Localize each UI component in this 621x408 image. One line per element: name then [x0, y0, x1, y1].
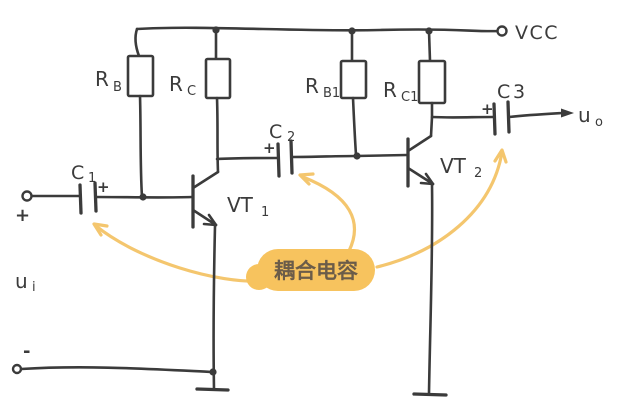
- annotation-layer: 耦合电容: [92, 148, 508, 291]
- uo-label-sub: o: [595, 115, 603, 130]
- resistor-rc-label: R: [169, 72, 183, 96]
- junction-rail-rc1: [425, 27, 433, 35]
- vt1-label: VT: [227, 193, 254, 217]
- c3-to-output-wire: [507, 111, 564, 119]
- vt1-ground-bar: [195, 387, 230, 392]
- rb-top-wire: [134, 27, 141, 58]
- input-minus-sign: -: [23, 341, 30, 362]
- resistor-rb: [126, 54, 155, 98]
- annotation-label: 耦合电容: [274, 259, 358, 283]
- resistor-rc: [204, 57, 232, 100]
- vt2-label: VT: [440, 154, 467, 178]
- rb1-bottom-wire: [351, 96, 358, 157]
- c2-label: C: [269, 121, 282, 143]
- vt1-emitter-arrow-icon: [202, 213, 218, 227]
- c3-polarity-sign: +: [481, 100, 494, 118]
- c1-label-sub: 1: [88, 171, 96, 186]
- resistor-rb1-label-sub: B1: [323, 86, 340, 101]
- resistor-rb1: [339, 59, 368, 100]
- vt1-collector-to-c2-wire: [215, 156, 279, 161]
- c1-label: C: [71, 162, 84, 184]
- transistor-vt2: VT 2: [406, 134, 482, 397]
- c1-left-plate: [78, 183, 83, 215]
- c1-polarity-sign: +: [97, 178, 110, 196]
- vt2-emitter-arrow-icon: [419, 172, 435, 186]
- rc1-top-wire: [427, 29, 432, 63]
- junction-rail-rc: [212, 26, 220, 34]
- vt2-emitter-wire: [406, 166, 435, 186]
- c3-label-sub: 3: [513, 81, 525, 103]
- vt2-label-sub: 2: [474, 166, 482, 181]
- uo-label: u: [578, 103, 591, 127]
- input-terminal-plus: [21, 190, 33, 202]
- resistor-rc1-label: R: [383, 78, 397, 102]
- resistor-rc1-label-sub: C1: [401, 90, 418, 105]
- annotation-bubble: [257, 249, 375, 291]
- c2-to-vt2-base-wire: [290, 153, 409, 159]
- vt2-emitter-down-wire: [427, 183, 434, 395]
- wiring-layer: VCC R B R C R B1 R C1 + C 1 +: [11, 22, 603, 397]
- resistor-rc-label-sub: C: [187, 84, 196, 99]
- vt2-ground-bar: [412, 392, 448, 397]
- resistor-rc1: [417, 59, 447, 105]
- vcc-terminal: [496, 25, 508, 37]
- annotation-arrowhead-c1-icon: [92, 222, 109, 237]
- input-plus-sign: +: [15, 205, 30, 226]
- c2-polarity-sign: +: [263, 139, 276, 157]
- vt1-label-sub: 1: [261, 205, 269, 220]
- junction-rb1-base: [353, 152, 361, 160]
- c2-left-plate: [276, 142, 281, 178]
- junction-rb-base: [139, 193, 147, 201]
- vcc-label: VCC: [515, 22, 559, 44]
- c3-label: C: [497, 81, 510, 103]
- rb-bottom-wire: [138, 94, 144, 199]
- annotation-arrowhead-c2-icon: [298, 172, 315, 186]
- vcc-rail-wire: [135, 26, 503, 33]
- c2-label-sub: 2: [287, 130, 295, 145]
- vt2-collector-wire: [406, 134, 433, 153]
- ui-label-sub: i: [32, 280, 36, 295]
- transistor-vt1: VT 1: [191, 170, 269, 392]
- annotation-arrow-to-c3: [375, 150, 504, 269]
- output-arrow-icon: [561, 108, 574, 118]
- vt1-emitter-down-wire: [212, 224, 217, 391]
- annotation-arrow-to-c2: [301, 175, 357, 253]
- rc1-bottom-wire: [429, 101, 434, 138]
- vt1-emitter-wire: [191, 208, 218, 227]
- bottom-return-wire: [19, 366, 214, 374]
- vt1-collector-wire: [191, 170, 220, 190]
- resistor-rb-label: R: [95, 67, 109, 91]
- annotation-arrow-to-c1: [94, 224, 265, 283]
- resistor-rb1-label: R: [305, 74, 319, 98]
- resistor-rb-label-sub: B: [113, 80, 122, 95]
- c3-left-plate: [492, 102, 497, 136]
- ui-label: u: [15, 269, 28, 293]
- annotation-arrowhead-c3-icon: [493, 148, 508, 164]
- rc-bottom-wire: [215, 96, 220, 174]
- junction-rail-rb1: [348, 27, 356, 35]
